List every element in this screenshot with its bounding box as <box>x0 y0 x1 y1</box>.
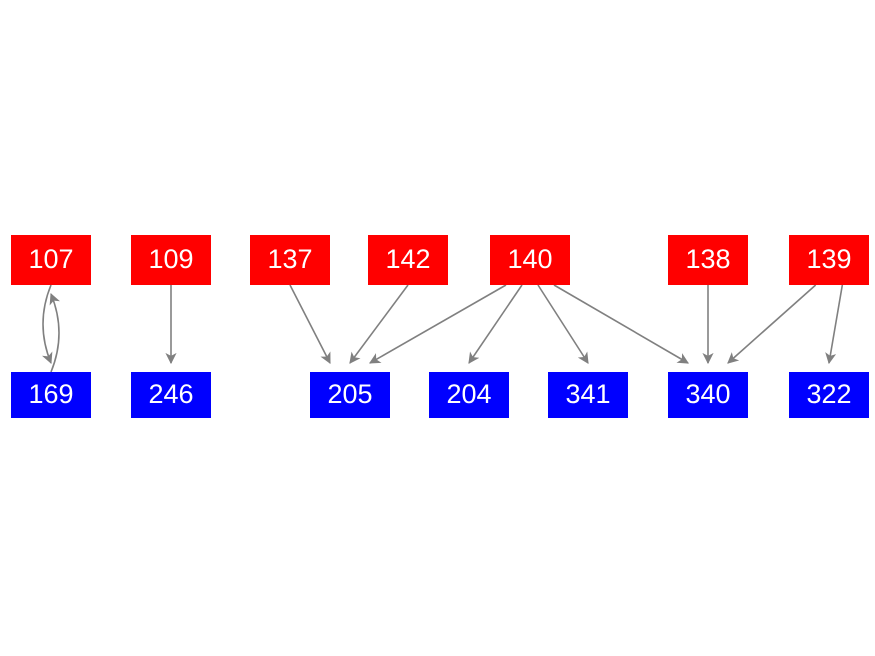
graph-node-340[interactable]: 340 <box>668 372 748 418</box>
node-label: 138 <box>685 243 731 274</box>
graph-edge-169-to-107 <box>49 292 61 373</box>
node-label: 341 <box>565 378 611 409</box>
graph-node-138[interactable]: 138 <box>668 235 748 285</box>
graph-node-107[interactable]: 107 <box>11 235 91 285</box>
graph-edge-107-to-169 <box>41 284 53 365</box>
node-label: 169 <box>28 378 74 409</box>
node-label: 246 <box>148 378 194 409</box>
graph-node-246[interactable]: 246 <box>131 372 211 418</box>
graph-edge-140-to-204 <box>468 284 523 364</box>
node-label: 109 <box>148 243 194 274</box>
graph-edge-140-to-341 <box>537 284 589 364</box>
graph-node-204[interactable]: 204 <box>429 372 509 418</box>
graph-node-137[interactable]: 137 <box>250 235 330 285</box>
graph-edge-142-to-205 <box>349 284 409 364</box>
node-label: 107 <box>28 243 74 274</box>
graph-edge-139-to-340 <box>727 284 817 364</box>
node-label: 204 <box>446 378 492 409</box>
graph-edge-140-to-340 <box>553 284 689 364</box>
graph-node-205[interactable]: 205 <box>310 372 390 418</box>
graph-edge-139-to-322 <box>825 284 844 365</box>
graph-node-341[interactable]: 341 <box>548 372 628 418</box>
node-label: 139 <box>806 243 852 274</box>
node-label: 340 <box>685 378 731 409</box>
graph-node-322[interactable]: 322 <box>789 372 869 418</box>
node-label: 142 <box>385 243 431 274</box>
graph-node-140[interactable]: 140 <box>490 235 570 285</box>
node-label: 137 <box>267 243 313 274</box>
graph-edge-137-to-205 <box>289 284 331 364</box>
graph-node-169[interactable]: 169 <box>11 372 91 418</box>
node-label: 205 <box>327 378 373 409</box>
graph-node-142[interactable]: 142 <box>368 235 448 285</box>
node-label: 322 <box>806 378 852 409</box>
node-label: 140 <box>507 243 553 274</box>
graph-node-139[interactable]: 139 <box>789 235 869 285</box>
edges-group <box>41 284 844 373</box>
graph-node-109[interactable]: 109 <box>131 235 211 285</box>
graph-edge-140-to-205 <box>369 284 507 364</box>
